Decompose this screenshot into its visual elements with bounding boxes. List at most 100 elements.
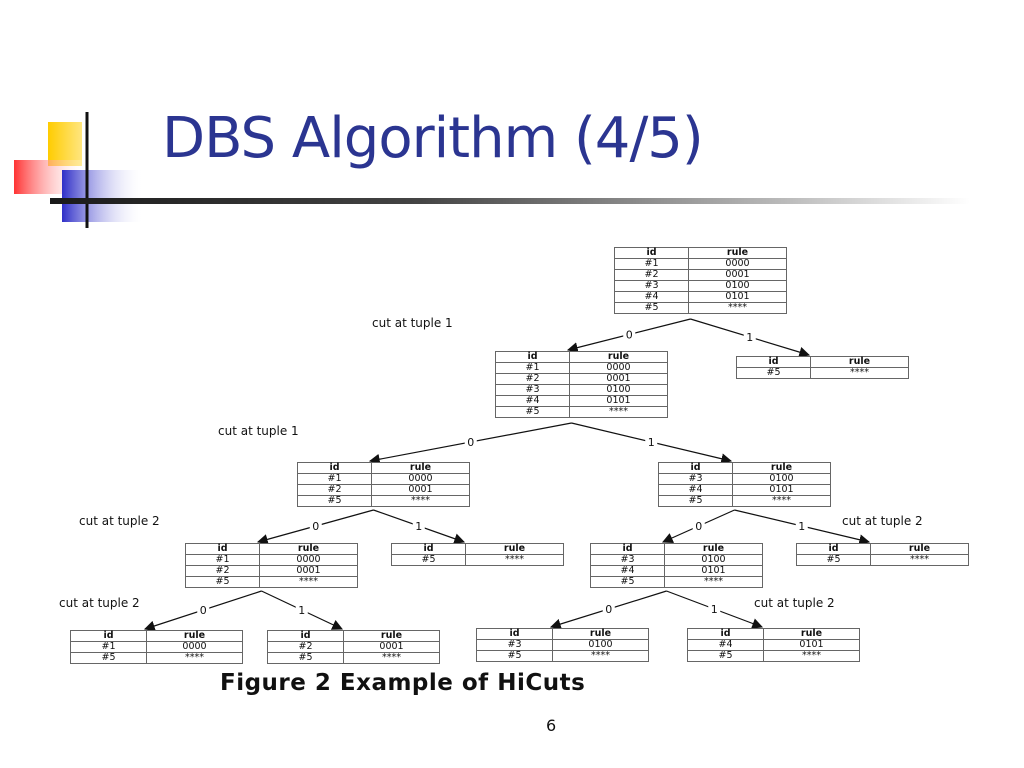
title-underline [50,198,970,204]
table-row: #5**** [70,652,243,664]
header-rule: rule [569,351,668,363]
header-rule: rule [465,543,564,555]
table-row: #5**** [736,367,909,379]
rule-value-cell: 0100 [664,554,763,566]
rule-id-cell: #3 [476,639,553,651]
rule-value-cell: 0101 [688,291,787,303]
edge-label: 0 [312,520,319,533]
cut-label: cut at tuple 2 [754,596,835,610]
rule-value-cell: **** [870,554,969,566]
rule-id-cell: #1 [614,258,689,270]
rule-id-cell: #5 [70,652,147,664]
rule-id-cell: #4 [687,639,764,651]
header-id: id [476,628,553,640]
rule-id-cell: #3 [658,473,733,485]
table-row: #5**** [796,554,969,566]
slide-title: DBS Algorithm (4/5) [162,106,704,171]
rule-value-cell: **** [465,554,564,566]
rule-id-cell: #4 [495,395,570,407]
edge-label-background [708,602,721,615]
header-id: id [796,543,871,555]
rule-value-cell: 0101 [569,395,668,407]
logo-blue-square [62,170,142,222]
rule-id-cell: #4 [614,291,689,303]
table-row: #5**** [476,650,649,662]
rule-id-cell: #5 [267,652,344,664]
rule-value-cell: 0000 [371,473,470,485]
header-id: id [736,356,811,368]
edge-label-background [602,602,615,615]
table-row: #5**** [590,576,763,588]
header-rule: rule [552,628,649,640]
rule-id-cell: #4 [658,484,733,496]
header-id: id [391,543,466,555]
rule-id-cell: #5 [495,406,570,418]
edge-label: 1 [711,603,718,616]
edge-label-background [197,603,210,616]
header-id: id [70,630,147,642]
rule-value-cell: 0100 [552,639,649,651]
rule-value-cell: 0101 [664,565,763,577]
logo-yellow-square [48,122,82,166]
rule-value-cell: **** [732,495,831,507]
edge-label-background [295,603,308,616]
edge-label: 1 [415,520,422,533]
header-id: id [614,247,689,259]
edge-label: 1 [648,436,655,449]
rule-value-cell: **** [763,650,860,662]
header-id: id [687,628,764,640]
edge-label-background [412,519,425,532]
cut-label: cut at tuple 2 [842,514,923,528]
table-row: #5**** [267,652,440,664]
rule-id-cell: #2 [267,641,344,653]
rule-value-cell: **** [810,367,909,379]
table-row: #5**** [185,576,358,588]
edge-label: 0 [200,604,207,617]
rule-id-cell: #5 [796,554,871,566]
rule-id-cell: #4 [590,565,665,577]
rule-value-cell: 0001 [688,269,787,281]
header-id: id [495,351,570,363]
rule-value-cell: 0001 [343,641,440,653]
rule-id-cell: #5 [658,495,733,507]
cut-label: cut at tuple 1 [218,424,299,438]
rule-id-cell: #2 [297,484,372,496]
header-rule: rule [870,543,969,555]
header-rule: rule [664,543,763,555]
rule-id-cell: #5 [590,576,665,588]
edge-label: 1 [798,520,805,533]
table-row: #5**** [297,495,470,507]
rule-value-cell: 0100 [569,384,668,396]
rule-value-cell: 0001 [569,373,668,385]
rule-value-cell: **** [552,650,649,662]
rule-id-cell: #5 [391,554,466,566]
rule-value-cell: **** [569,406,668,418]
rule-value-cell: 0000 [569,362,668,374]
header-rule: rule [810,356,909,368]
figure-caption: Figure 2 Example of HiCuts [220,670,586,696]
rule-value-cell: 0000 [146,641,243,653]
edge-label: 0 [695,520,702,533]
header-rule: rule [732,462,831,474]
